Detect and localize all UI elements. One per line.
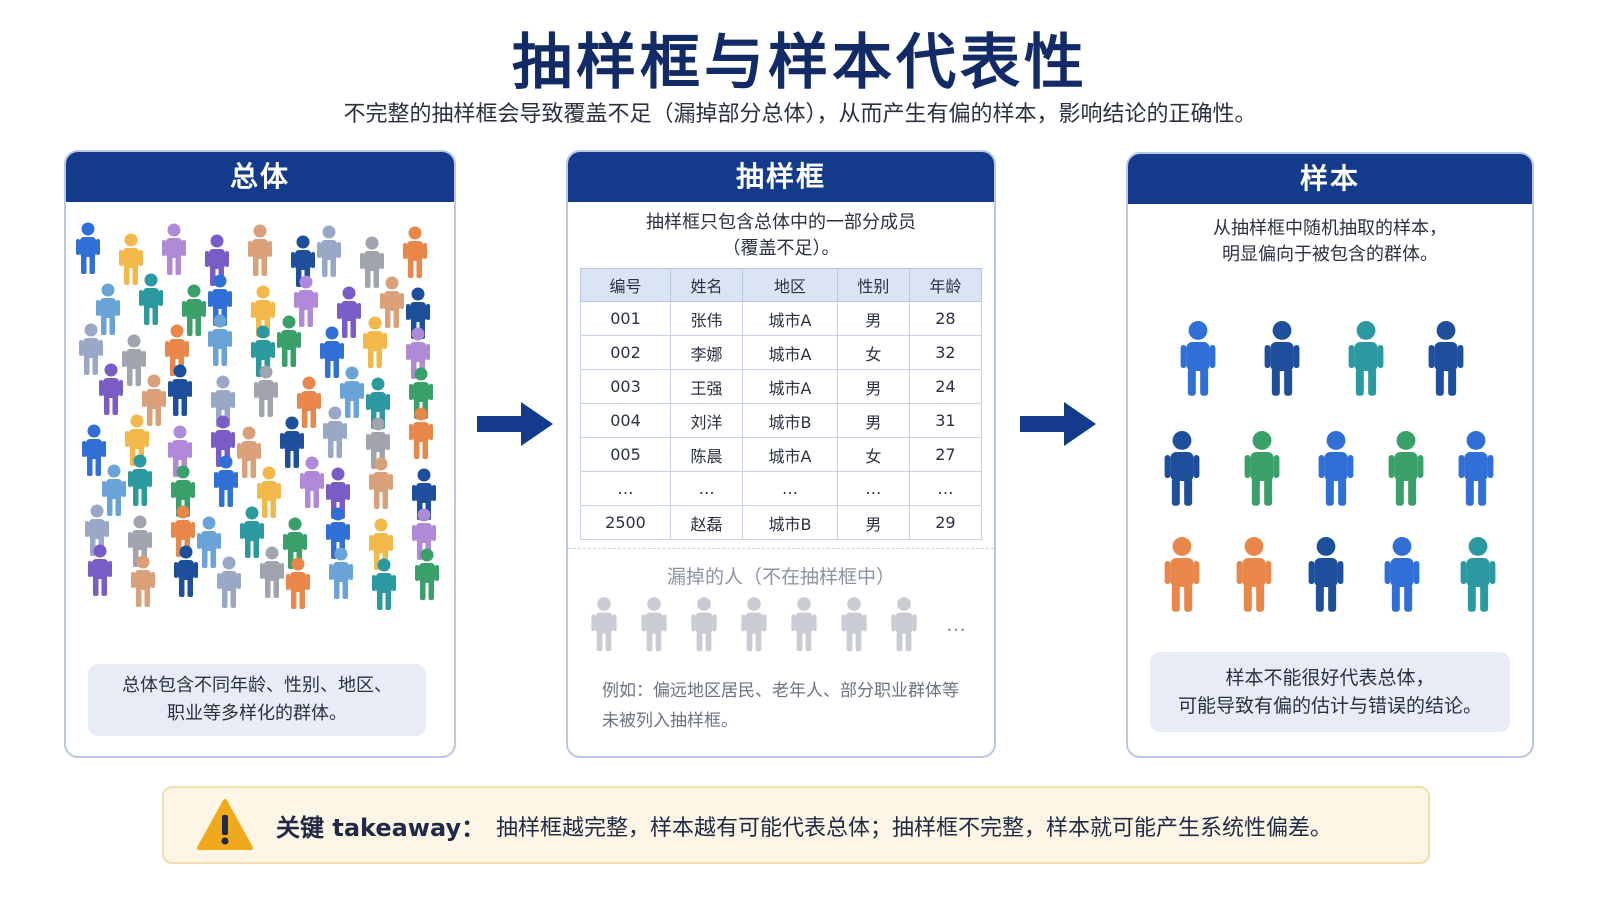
population-header: 总体 bbox=[66, 152, 454, 202]
page-subtitle: 不完整的抽样框会导致覆盖不足（漏掉部分总体），从而产生有偏的样本，影响结论的正确… bbox=[343, 102, 1257, 127]
table-cell: 李娜 bbox=[670, 335, 744, 370]
missing-note-line1: 例如：偏远地区居民、老年人、部分职业群体等 bbox=[602, 681, 959, 701]
sampling-frame-description: 抽样框只包含总体中的一部分成员 （覆盖不足）。 bbox=[566, 210, 996, 262]
takeaway-label: 关键 takeaway： bbox=[276, 814, 486, 842]
table-cell: 女 bbox=[836, 335, 910, 370]
table-cell: … bbox=[579, 471, 672, 506]
population-note: 总体包含不同年龄、性别、地区、 职业等多样化的群体。 bbox=[88, 664, 426, 736]
page-title: 抽样框与样本代表性 bbox=[512, 28, 1088, 98]
column-header-name: 姓名 bbox=[670, 268, 744, 302]
column-header-gender: 性别 bbox=[836, 268, 910, 302]
sample-header: 样本 bbox=[1128, 154, 1532, 204]
table-cell: 城市A bbox=[742, 301, 838, 336]
takeaway-text: 抽样框越完整，样本越有可能代表总体；抽样框不完整，样本就可能产生系统性偏差。 bbox=[496, 816, 1333, 841]
population-note-line1: 总体包含不同年龄、性别、地区、 bbox=[122, 675, 392, 696]
sample-desc-line2: 明显偏向于被包含的群体。 bbox=[1222, 244, 1438, 265]
sampling-frame-table: 编号 姓名 地区 性别 年龄 001 张伟 城市A 男 28 002 李娜 城市… bbox=[579, 268, 983, 540]
takeaway-banner: 关键 takeaway： 抽样框越完整，样本越有可能代表总体；抽样框不完整，样本… bbox=[162, 786, 1430, 864]
table-cell: 城市B bbox=[742, 505, 838, 540]
table-cell: 2500 bbox=[579, 505, 672, 540]
frame-divider bbox=[568, 548, 994, 549]
arrow-right-icon bbox=[477, 402, 553, 446]
table-cell: 32 bbox=[908, 335, 983, 370]
table-cell: 城市A bbox=[742, 335, 838, 370]
sample-description: 从抽样框中随机抽取的样本， 明显偏向于被包含的群体。 bbox=[1126, 216, 1534, 268]
table-cell: … bbox=[836, 471, 910, 506]
arrow-right-icon bbox=[1020, 402, 1096, 446]
frame-desc-line2: （覆盖不足）。 bbox=[722, 238, 840, 259]
table-cell: … bbox=[742, 471, 838, 506]
table-cell: 004 bbox=[579, 403, 672, 438]
table-row: 005 陈晨 城市A 女 27 bbox=[579, 437, 983, 472]
table-cell: 男 bbox=[836, 505, 910, 540]
table-cell: 刘洋 bbox=[670, 403, 744, 438]
table-row: 2500 赵磊 城市B 男 29 bbox=[579, 505, 983, 540]
table-cell: 29 bbox=[908, 505, 983, 540]
table-cell: 男 bbox=[836, 301, 910, 336]
table-cell: 赵磊 bbox=[670, 505, 744, 540]
table-cell: 男 bbox=[836, 369, 910, 404]
table-cell: 28 bbox=[908, 301, 983, 336]
missing-note-line2: 未被列入抽样框。 bbox=[602, 711, 738, 731]
table-cell: 张伟 bbox=[670, 301, 744, 336]
sample-note-line1: 样本不能很好代表总体， bbox=[1225, 667, 1435, 689]
table-row: 003 王强 城市A 男 24 bbox=[579, 369, 983, 404]
sample-note: 样本不能很好代表总体， 可能导致有偏的估计与错误的结论。 bbox=[1150, 652, 1510, 732]
column-header-id: 编号 bbox=[579, 268, 672, 302]
table-cell: 王强 bbox=[670, 369, 744, 404]
table-cell: 27 bbox=[908, 437, 983, 472]
frame-desc-line1: 抽样框只包含总体中的一部分成员 bbox=[646, 212, 916, 233]
table-cell: 24 bbox=[908, 369, 983, 404]
table-cell: 001 bbox=[579, 301, 672, 336]
column-header-age: 年龄 bbox=[908, 268, 983, 302]
population-note-line2: 职业等多样化的群体。 bbox=[167, 703, 347, 724]
missing-people-ellipsis: … bbox=[946, 612, 966, 636]
warning-icon bbox=[197, 799, 253, 850]
table-cell: 城市B bbox=[742, 403, 838, 438]
table-cell: 男 bbox=[836, 403, 910, 438]
missing-people-title: 漏掉的人（不在抽样框中） bbox=[666, 566, 895, 588]
table-row: 001 张伟 城市A 男 28 bbox=[579, 301, 983, 336]
table-cell: 005 bbox=[579, 437, 672, 472]
table-cell: 女 bbox=[836, 437, 910, 472]
table-cell: 002 bbox=[579, 335, 672, 370]
table-cell: 陈晨 bbox=[670, 437, 744, 472]
table-header-row: 编号 姓名 地区 性别 年龄 bbox=[579, 268, 983, 302]
table-cell: 31 bbox=[908, 403, 983, 438]
column-header-region: 地区 bbox=[742, 268, 838, 302]
table-row: 004 刘洋 城市B 男 31 bbox=[579, 403, 983, 438]
sample-note-line2: 可能导致有偏的估计与错误的结论。 bbox=[1177, 695, 1482, 717]
missing-people-note: 例如：偏远地区居民、老年人、部分职业群体等 未被列入抽样框。 bbox=[602, 676, 992, 736]
sampling-frame-header: 抽样框 bbox=[568, 152, 994, 202]
sample-desc-line1: 从抽样框中随机抽取的样本， bbox=[1213, 218, 1447, 239]
table-cell: 城市A bbox=[742, 369, 838, 404]
table-row: 002 李娜 城市A 女 32 bbox=[579, 335, 983, 370]
table-cell: … bbox=[908, 471, 983, 506]
table-cell: 003 bbox=[579, 369, 672, 404]
table-cell: 城市A bbox=[742, 437, 838, 472]
table-row: … … … … … bbox=[579, 471, 983, 506]
table-cell: … bbox=[670, 471, 744, 506]
